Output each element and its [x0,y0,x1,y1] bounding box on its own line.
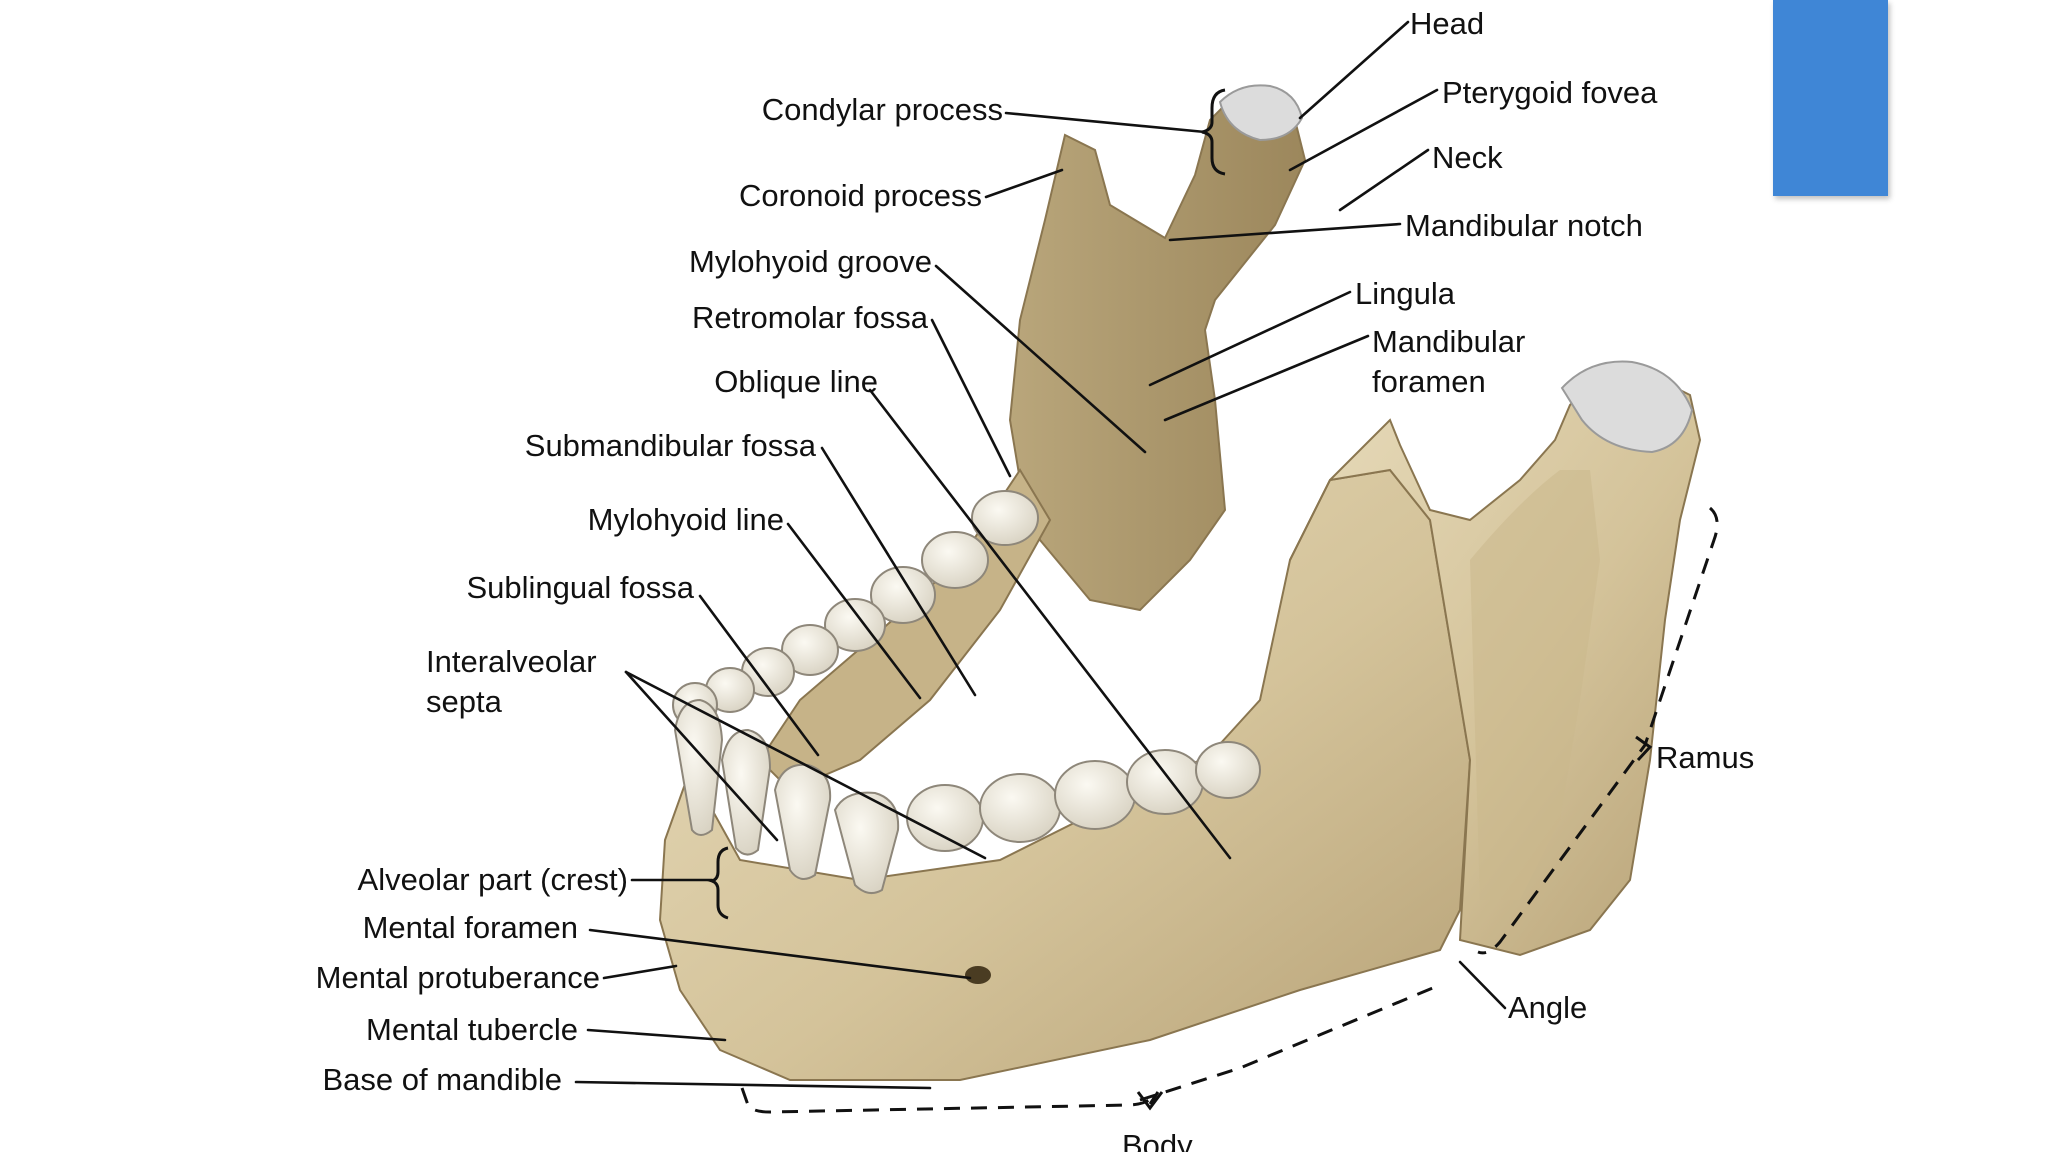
leader-sublingual-fossa [698,594,820,757]
accent-block [1773,0,1888,196]
leader-interalveolar-septa-a [624,670,987,860]
leader-lingula [1148,290,1352,387]
label-lingula: Lingula [1355,276,1456,311]
label-mandibular-notch: Mandibular notch [1405,208,1643,243]
label-coronoid-process: Coronoid process [739,178,982,213]
leader-neck [1338,148,1430,212]
leader-base-of-mandible [574,1080,932,1090]
label-mental-foramen: Mental foramen [363,910,578,945]
leader-mylohyoid-line [786,522,922,700]
ramus-pointer [1635,735,1653,762]
label-head: Head [1410,6,1484,41]
far-condyle-cartilage [1218,84,1304,142]
label-ramus: Ramus [1656,740,1754,775]
label-mandibular-foramen-2: foramen [1372,364,1486,399]
leader-submandibular-fossa [820,446,977,697]
leader-interalveolar-septa-b [624,670,779,842]
leader-coronoid-process [984,168,1064,199]
leader-mandibular-foramen [1163,334,1370,422]
leader-oblique-line [868,388,1232,860]
label-angle: Angle [1508,990,1587,1025]
labels: Head Pterygoid fovea Neck Mandibular not… [316,6,1755,1152]
leader-mental-tubercle [586,1028,727,1042]
leader-retromolar-fossa [930,318,1012,478]
label-pterygoid-fovea: Pterygoid fovea [1442,75,1658,110]
leader-mylohyoid-groove [934,264,1147,454]
far-ramus [1008,90,1307,612]
body-dashed-outline [740,983,1441,1114]
label-interalveolar-septa-2: septa [426,684,503,719]
near-condyle-cartilage [1560,360,1694,454]
label-oblique-line: Oblique line [714,364,878,399]
label-mylohyoid-groove: Mylohyoid groove [689,244,932,279]
label-mylohyoid-line: Mylohyoid line [588,502,784,537]
region-outlines [740,506,1719,1114]
leader-mental-protuberance [602,964,678,980]
label-interalveolar-septa-1: Interalveolar [426,644,597,679]
label-alveolar-part: Alveolar part (crest) [358,862,628,897]
ramus-shading [1470,470,1600,900]
condylar-brace [1201,88,1226,176]
leader-condylar-process [1004,111,1207,134]
label-submandibular-fossa: Submandibular fossa [525,428,817,463]
label-condylar-process: Condylar process [762,92,1003,127]
leader-angle [1458,960,1507,1010]
leader-mental-foramen [588,928,972,980]
label-body: Body [1122,1128,1193,1152]
leader-lines [574,20,1507,1090]
mental-foramen-hole [965,966,991,984]
leader-pterygoid-fovea [1288,88,1439,172]
far-teeth [672,490,1039,728]
label-mental-protuberance: Mental protuberance [316,960,600,995]
leader-head [1298,20,1410,120]
label-retromolar-fossa: Retromolar fossa [692,300,929,335]
label-base-of-mandible: Base of mandible [322,1062,562,1097]
label-mental-tubercle: Mental tubercle [366,1012,578,1047]
alveolar-brace [707,846,729,920]
braces [707,88,1226,920]
body-pointer [1136,1091,1164,1111]
label-mandibular-foramen-1: Mandibular [1372,324,1525,359]
label-sublingual-fossa: Sublingual fossa [467,570,695,605]
label-neck: Neck [1432,140,1503,175]
leader-mandibular-notch [1168,222,1402,242]
